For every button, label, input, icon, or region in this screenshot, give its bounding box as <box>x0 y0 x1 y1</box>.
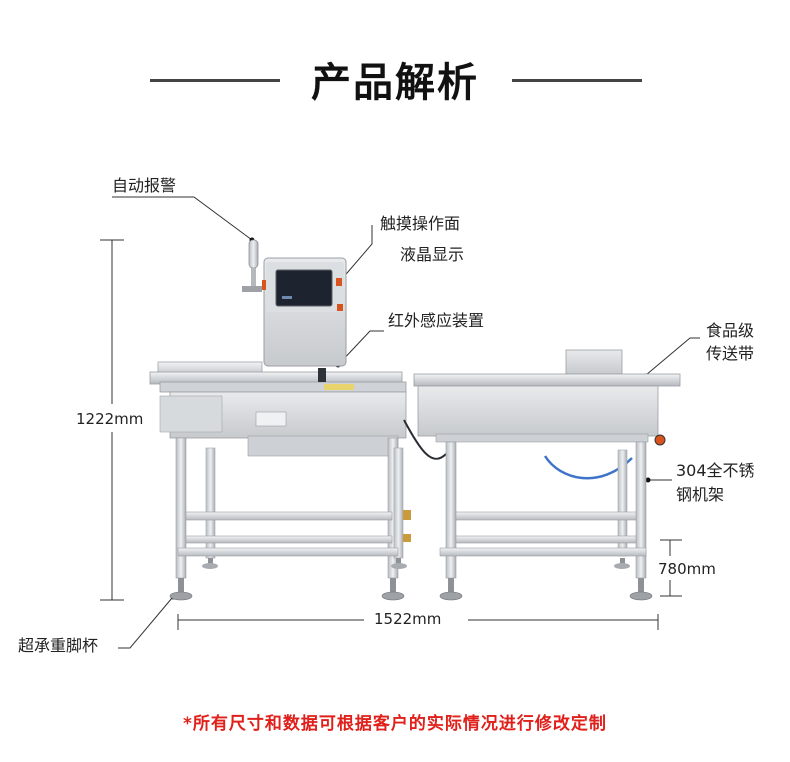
page-title: 产品解析 <box>311 60 479 106</box>
callout-lines <box>112 196 700 649</box>
belt-label-line1: 食品级 <box>706 321 755 340</box>
frame-label-line2: 钢机架 <box>676 485 725 504</box>
feet-leader <box>118 597 173 649</box>
touch-label-line1: 触摸操作面 <box>380 214 461 233</box>
reject-unit <box>413 349 681 601</box>
alarm-leader <box>112 196 253 241</box>
touch-screen <box>275 269 333 307</box>
adjustable-foot <box>169 591 193 601</box>
dimension-lines <box>100 239 682 630</box>
touch-leader <box>334 225 373 288</box>
title-rule-right <box>512 79 642 82</box>
height-dimension: 1222mm <box>76 410 144 428</box>
width-dimension: 1522mm <box>374 610 442 628</box>
touch-label-line2: 液晶显示 <box>400 245 465 264</box>
alarm-light <box>248 239 259 269</box>
frame-label-line1: 304全不锈 <box>676 461 755 480</box>
belt-label-line2: 传送带 <box>706 344 755 363</box>
frame-dot <box>645 477 651 483</box>
weigh-conveyor <box>159 381 407 393</box>
infrared-sensor <box>318 368 326 382</box>
estop-button <box>336 278 342 286</box>
belt-leader <box>645 337 700 376</box>
feet-label: 超承重脚杯 <box>18 636 99 655</box>
sensor-label: 红外感应装置 <box>388 311 485 330</box>
belt-height-dimension: 780mm <box>658 560 716 578</box>
title-rule-left <box>150 79 280 82</box>
alarm-label: 自动报警 <box>112 176 177 195</box>
reject-conveyor <box>413 373 681 387</box>
customization-note: *所有尺寸和数据可根据客户的实际情况进行修改定制 <box>183 714 607 734</box>
sensor-leader <box>337 330 384 366</box>
weighing-unit <box>149 239 411 601</box>
